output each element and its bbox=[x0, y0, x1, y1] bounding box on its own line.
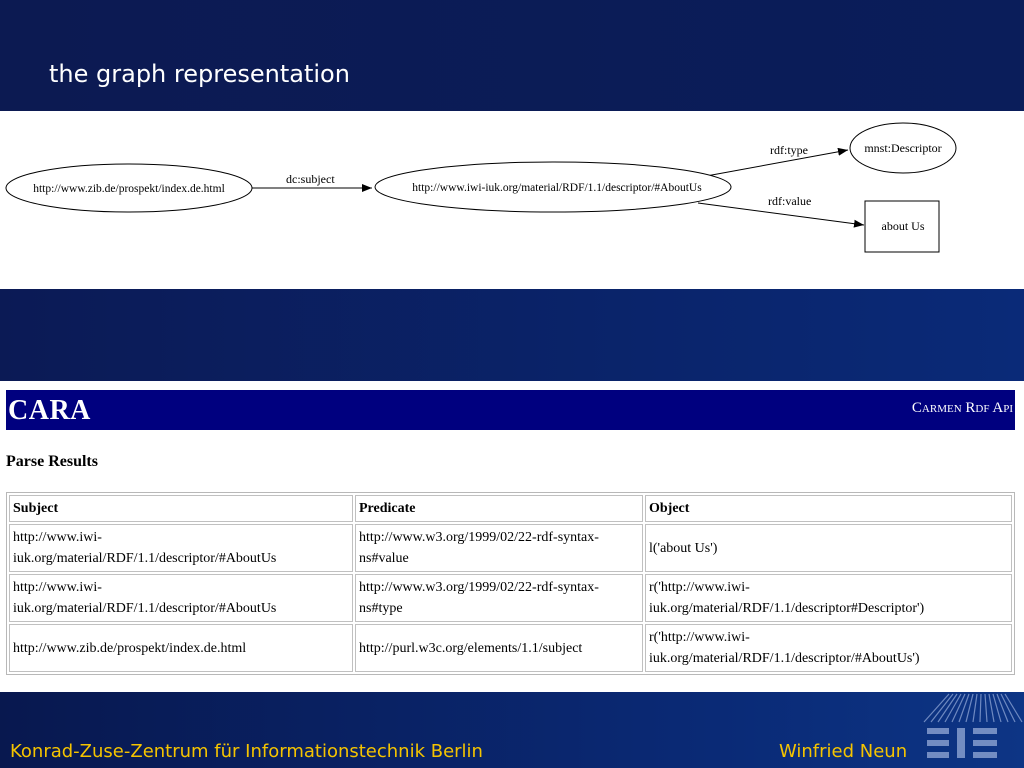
cell-subject: http://www.zib.de/prospekt/index.de.html bbox=[9, 624, 353, 672]
cell-predicate: http://www.w3.org/1999/02/22-rdf-syntax-… bbox=[355, 574, 643, 622]
cell-predicate: http://www.w3.org/1999/02/22-rdf-syntax-… bbox=[355, 524, 643, 572]
cell-subject: http://www.iwi-iuk.org/material/RDF/1.1/… bbox=[9, 524, 353, 572]
table-row: http://www.iwi-iuk.org/material/RDF/1.1/… bbox=[9, 524, 1012, 572]
table-row: http://www.iwi-iuk.org/material/RDF/1.1/… bbox=[9, 574, 1012, 622]
cara-subtitle: Carmen Rdf Api bbox=[911, 400, 1013, 416]
node-aboutus-label: http://www.iwi-iuk.org/material/RDF/1.1/… bbox=[412, 182, 702, 194]
cell-object: l('about Us') bbox=[645, 524, 1012, 572]
edge-rdf-value bbox=[697, 202, 865, 228]
table-row: http://www.zib.de/prospekt/index.de.html… bbox=[9, 624, 1012, 672]
edge-label-dc-subject: dc:subject bbox=[286, 172, 335, 186]
footer-author: Winfried Neun bbox=[779, 741, 908, 762]
node-descriptor-ellipse bbox=[849, 122, 957, 174]
cell-object: r('http://www.iwi-iuk.org/material/RDF/1… bbox=[645, 624, 1012, 672]
column-header-subject: Subject bbox=[9, 495, 353, 522]
edge-rdf-type bbox=[689, 147, 849, 180]
footer-institution: Konrad-Zuse-Zentrum für Informationstech… bbox=[10, 741, 483, 762]
node-aboutus-ellipse bbox=[374, 161, 732, 213]
graph-heading: the graph representation bbox=[49, 60, 350, 88]
column-header-predicate: Predicate bbox=[355, 495, 643, 522]
node-about-us-box bbox=[864, 200, 940, 253]
node-zib-label: http://www.zib.de/prospekt/index.de.html bbox=[33, 183, 225, 195]
cara-banner: CARA Carmen Rdf Api bbox=[6, 390, 1015, 430]
parse-results-heading: Parse Results bbox=[6, 453, 98, 470]
node-about-us-label: about Us bbox=[882, 219, 925, 233]
cell-subject: http://www.iwi-iuk.org/material/RDF/1.1/… bbox=[9, 574, 353, 622]
node-zib-ellipse bbox=[5, 163, 253, 213]
triples-table: Subject Predicate Object http://www.iwi-… bbox=[6, 492, 1015, 675]
table-header-row: Subject Predicate Object bbox=[9, 495, 1012, 522]
graph-header-band: the graph representation bbox=[0, 0, 1024, 111]
node-descriptor-label: mnst:Descriptor bbox=[864, 141, 941, 155]
rdf-graph-diagram: dc:subject rdf:type rdf:value http://www… bbox=[5, 122, 957, 253]
cara-logo: CARA bbox=[8, 395, 91, 426]
zib-logo-icon bbox=[923, 693, 1023, 758]
edge-label-rdf-type: rdf:type bbox=[770, 143, 808, 157]
column-header-object: Object bbox=[645, 495, 1012, 522]
cell-object: r('http://www.iwi-iuk.org/material/RDF/1… bbox=[645, 574, 1012, 622]
cell-predicate: http://purl.w3c.org/elements/1.1/subject bbox=[355, 624, 643, 672]
triple-header-band: the triple representation bbox=[0, 289, 1024, 649]
footer-band bbox=[0, 692, 1024, 768]
edge-label-rdf-value: rdf:value bbox=[768, 194, 811, 208]
triple-heading: the triple representation bbox=[53, 621, 347, 649]
